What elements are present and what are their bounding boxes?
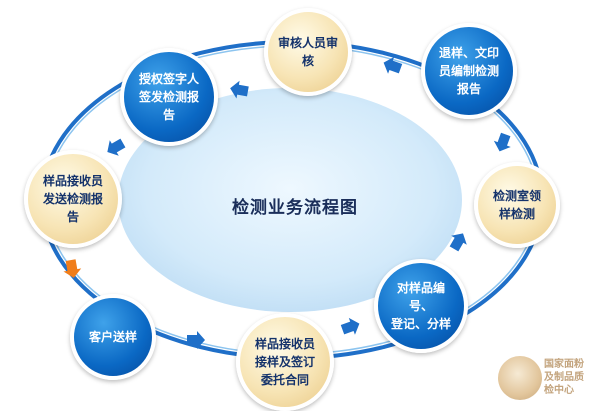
node-label: 对样品编号、登记、分样 [388, 279, 454, 333]
node-label-line: 样检测 [498, 207, 535, 221]
node-send-report: 样品接收员发送检测报告 [24, 150, 122, 248]
node-label-line: 客户送样 [88, 330, 137, 344]
node-label-line: 样品接收员 [254, 337, 315, 351]
node-label-line: 退样、文印 [438, 46, 499, 60]
flow-arrow-icon [340, 317, 360, 335]
node-label: 样品接收员接样及签订委托合同 [255, 335, 315, 389]
node-label-line: 接样及签订 [254, 355, 315, 369]
node-label-line: 报告 [456, 82, 481, 96]
node-label-line: 签发检测报告 [138, 90, 199, 122]
flow-arrow-icon [187, 331, 205, 349]
node-report-compile: 退样、文印员编制检测报告 [421, 23, 517, 119]
watermark-line: 国家面粉 [544, 359, 584, 370]
node-sample-receive: 样品接收员接样及签订委托合同 [236, 313, 334, 411]
node-review: 审核人员审核 [264, 8, 352, 96]
node-label: 客户送样 [89, 328, 137, 346]
node-lab-test: 检测室领样检测 [474, 162, 560, 248]
diagram-title: 检测业务流程图 [232, 198, 358, 218]
node-label-line: 授权签字人 [138, 72, 199, 86]
flow-arrows [63, 56, 511, 349]
flow-arrow-icon [449, 233, 467, 252]
node-label-line: 样品接收员 [42, 174, 103, 188]
node-label: 检测室领样检测 [493, 187, 541, 223]
flow-arrow-highlight-icon [63, 259, 82, 278]
node-label-line: 员编制检测 [438, 64, 499, 78]
flow-arrow-icon [230, 80, 249, 99]
node-label-line: 发送检测报告 [42, 192, 103, 224]
emblem-icon [498, 356, 542, 400]
node-authorize-sign: 授权签字人签发检测报告 [120, 48, 218, 146]
node-customer-sample: 客户送样 [70, 294, 156, 380]
watermark-text: 国家面粉 及制品质 检中心 [544, 358, 598, 397]
node-label: 审核人员审核 [278, 34, 338, 70]
flow-arrow-icon [107, 138, 126, 156]
node-sample-register: 对样品编号、登记、分样 [374, 259, 468, 353]
node-label: 退样、文印员编制检测报告 [439, 44, 499, 98]
node-label-line: 审核人员审核 [278, 36, 339, 68]
flow-arrow-icon [383, 56, 403, 74]
node-label-line: 登记、分样 [390, 317, 451, 331]
node-label-line: 检测室领 [492, 189, 541, 203]
watermark-line: 检中心 [544, 385, 574, 396]
node-label: 授权签字人签发检测报告 [134, 70, 204, 124]
watermark-line: 及制品质 [544, 372, 584, 383]
node-label-line: 对样品编号、 [396, 281, 445, 313]
node-label-line: 委托合同 [260, 373, 309, 387]
flow-arrow-icon [493, 132, 511, 152]
node-label: 样品接收员发送检测报告 [38, 172, 108, 226]
center-ellipse [118, 88, 462, 312]
watermark-logo: 国家面粉 及制品质 检中心 [498, 354, 598, 402]
